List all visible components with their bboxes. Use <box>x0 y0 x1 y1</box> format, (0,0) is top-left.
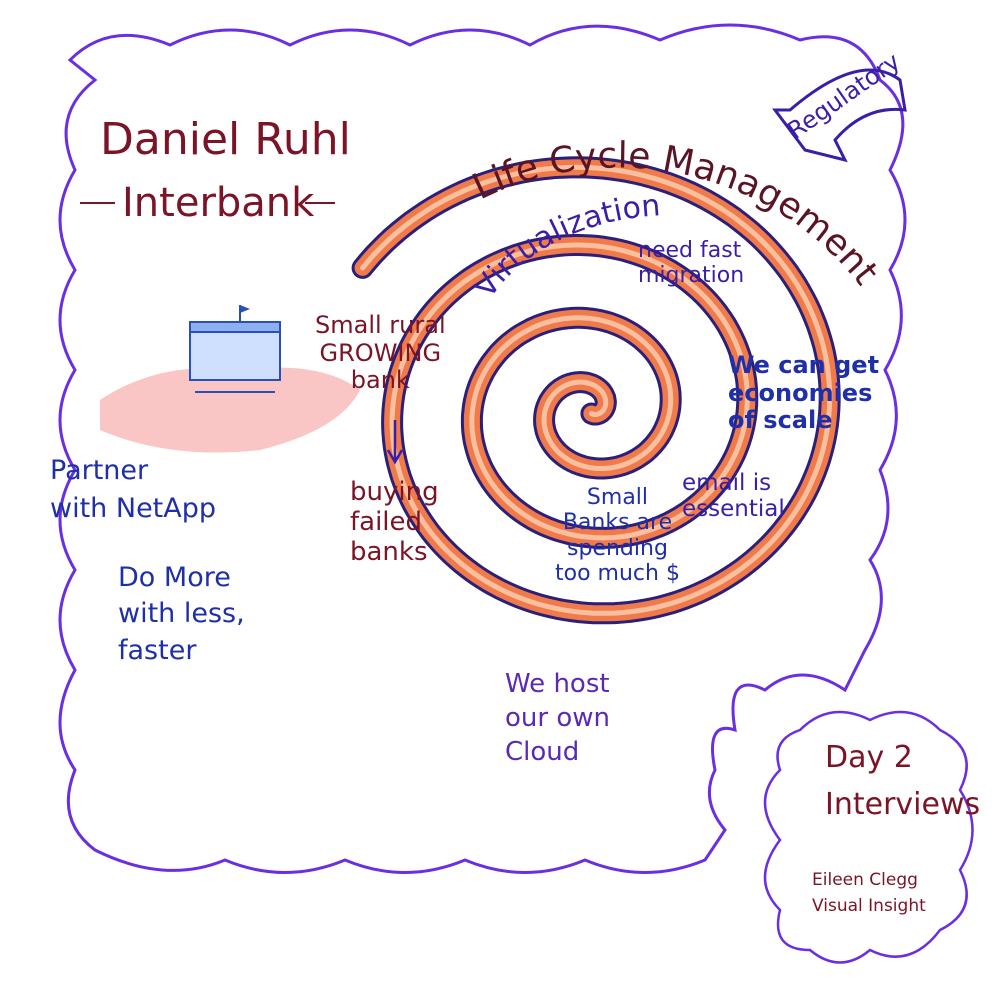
spiral-highlight <box>360 164 833 616</box>
speaker-company: Interbank <box>122 180 315 226</box>
day-2-interviews: Day 2 Interviews <box>825 740 981 822</box>
cloud-border <box>58 23 907 874</box>
note-email: email is essential <box>682 470 785 523</box>
note-cloud: We host our own Cloud <box>505 669 610 767</box>
note-economies: We can get economies of scale <box>728 351 880 435</box>
speaker-name: Daniel Ruhl <box>100 114 351 165</box>
note-buying-banks: buying failed banks <box>350 477 439 567</box>
regulatory-arrow: Regulatory <box>772 47 907 163</box>
note-partner: Partner with NetApp <box>50 455 217 524</box>
corner-cloud <box>763 710 974 964</box>
down-arrow <box>386 420 404 465</box>
note-do-more: Do More with less, faster <box>118 562 245 666</box>
note-fast-migration: need fast migration <box>638 238 745 289</box>
bank-building-icon <box>100 305 360 453</box>
spiral <box>351 156 841 625</box>
artist-signature: Eileen Clegg Visual Insight <box>812 870 926 916</box>
note-rural-bank: Small rural GROWING bank <box>315 311 446 395</box>
note-small-banks: Small Banks are spending too much $ <box>555 485 680 586</box>
